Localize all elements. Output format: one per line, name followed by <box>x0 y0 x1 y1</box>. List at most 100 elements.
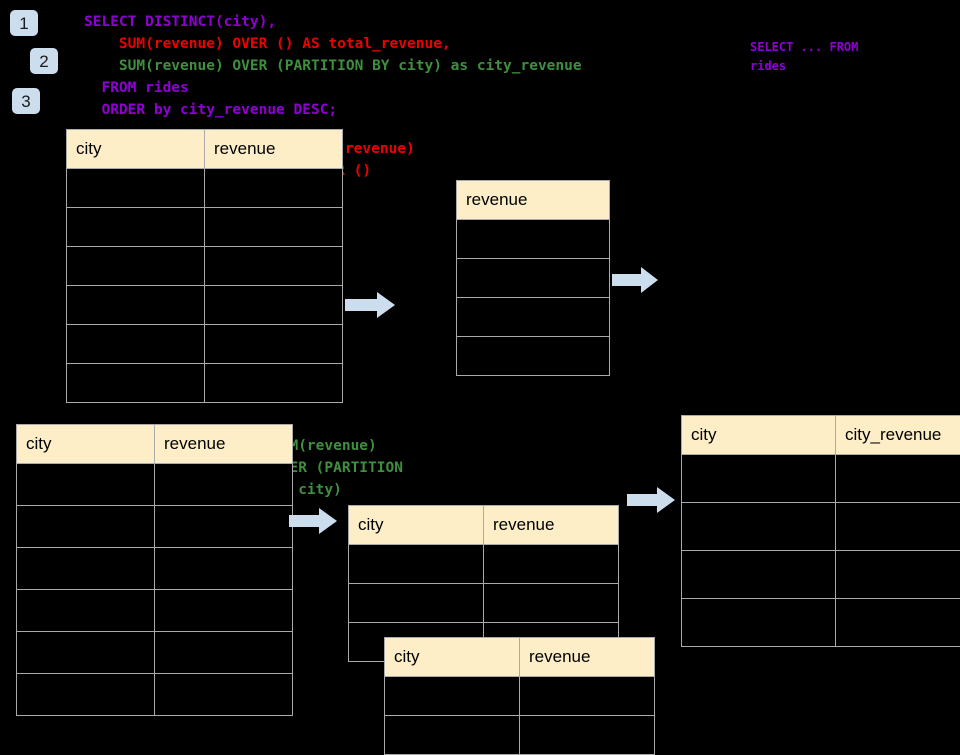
table-row <box>457 337 610 376</box>
table-header-row: city revenue <box>17 425 293 464</box>
cell-city <box>17 632 155 674</box>
table-header-row: city revenue <box>67 130 343 169</box>
partition-group-table-front: city revenue <box>384 637 655 755</box>
cell-revenue <box>457 337 610 376</box>
column-header-city: city <box>349 506 484 545</box>
cell-city-revenue <box>836 455 960 503</box>
column-header-city: city <box>17 425 155 464</box>
column-header-revenue: revenue <box>457 181 610 220</box>
total-revenue-table: revenue <box>456 180 610 376</box>
step-badge-2: 2 <box>30 48 58 74</box>
cell-revenue <box>457 298 610 337</box>
sql-line-city-revenue: SUM(revenue) OVER (PARTITION BY city) as… <box>84 56 582 78</box>
column-header-revenue: revenue <box>520 638 655 677</box>
rides-source-table: city revenue <box>66 129 343 403</box>
table-row <box>67 364 343 403</box>
cell-city <box>67 325 205 364</box>
cell-revenue <box>205 325 343 364</box>
cell-city <box>67 364 205 403</box>
table-row <box>682 551 960 599</box>
cell-city-revenue <box>836 503 960 551</box>
table-row <box>457 220 610 259</box>
column-header-city: city <box>385 638 520 677</box>
step-badge-1: 1 <box>10 10 38 36</box>
table-row <box>67 247 343 286</box>
cell-city <box>682 599 836 647</box>
table-row <box>67 169 343 208</box>
arrow-source-to-total <box>345 292 395 318</box>
cell-city <box>349 584 484 623</box>
arrow-source-to-partition <box>289 508 337 534</box>
table-row <box>17 590 293 632</box>
cell-city <box>682 455 836 503</box>
cell-city <box>17 674 155 716</box>
table-row <box>17 464 293 506</box>
cell-city <box>682 551 836 599</box>
table-row <box>17 674 293 716</box>
table-header-row: city revenue <box>385 638 655 677</box>
sql-line-select: SELECT DISTINCT(city), <box>84 12 276 34</box>
cell-city <box>67 286 205 325</box>
cell-revenue <box>205 208 343 247</box>
rides-source-table-bottom: city revenue <box>16 424 293 716</box>
sql-line-order-by: ORDER by city_revenue DESC; <box>84 100 337 122</box>
column-header-city: city <box>67 130 205 169</box>
table-row <box>682 455 960 503</box>
table-row <box>457 298 610 337</box>
cell-city <box>682 503 836 551</box>
cell-revenue <box>520 716 655 755</box>
cell-revenue <box>155 464 293 506</box>
column-header-revenue: revenue <box>155 425 293 464</box>
cell-city <box>67 247 205 286</box>
diagram-canvas: 1 2 3 SELECT DISTINCT(city), SUM(revenue… <box>0 0 960 720</box>
city-revenue-result-table: city city_revenue <box>681 415 960 647</box>
column-header-revenue: revenue <box>484 506 619 545</box>
cell-revenue <box>155 506 293 548</box>
table-row <box>67 286 343 325</box>
table-row <box>385 716 655 755</box>
column-header-city: city <box>682 416 836 455</box>
table-row <box>682 503 960 551</box>
cell-revenue <box>155 590 293 632</box>
table-row <box>349 584 619 623</box>
sql-line-total-revenue: SUM(revenue) OVER () AS total_revenue, <box>84 34 451 56</box>
cell-revenue <box>205 364 343 403</box>
cell-revenue <box>205 286 343 325</box>
cell-city <box>17 506 155 548</box>
cell-revenue <box>155 674 293 716</box>
annotation-select-from: SELECT ... FROM rides <box>750 38 858 76</box>
cell-city <box>67 169 205 208</box>
cell-city-revenue <box>836 599 960 647</box>
cell-city <box>67 208 205 247</box>
cell-revenue <box>457 220 610 259</box>
table-header-row: city city_revenue <box>682 416 960 455</box>
table-row <box>67 208 343 247</box>
table-header-row: revenue <box>457 181 610 220</box>
cell-city <box>17 548 155 590</box>
cell-city <box>17 464 155 506</box>
cell-revenue <box>205 247 343 286</box>
table-row <box>17 632 293 674</box>
cell-revenue <box>205 169 343 208</box>
cell-revenue <box>484 584 619 623</box>
table-row <box>457 259 610 298</box>
arrow-total-to-result <box>612 267 658 293</box>
cell-revenue <box>520 677 655 716</box>
table-row <box>682 599 960 647</box>
column-header-city-revenue: city_revenue <box>836 416 960 455</box>
column-header-revenue: revenue <box>205 130 343 169</box>
table-header-row: city revenue <box>349 506 619 545</box>
table-row <box>67 325 343 364</box>
cell-revenue <box>457 259 610 298</box>
cell-revenue <box>155 632 293 674</box>
arrow-partition-to-result <box>627 487 675 513</box>
cell-city <box>17 590 155 632</box>
step-badge-3: 3 <box>12 88 40 114</box>
cell-city <box>349 545 484 584</box>
sql-line-from: FROM rides <box>84 78 189 100</box>
cell-city <box>385 716 520 755</box>
table-row <box>17 548 293 590</box>
table-row <box>17 506 293 548</box>
cell-revenue <box>484 545 619 584</box>
cell-revenue <box>155 548 293 590</box>
